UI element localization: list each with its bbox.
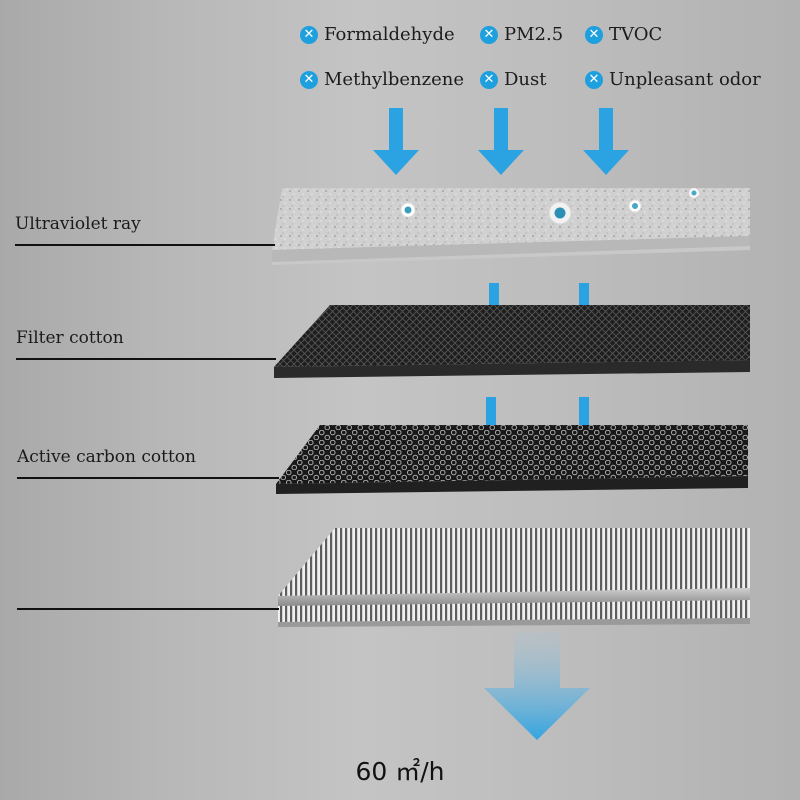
layer-ultraviolet xyxy=(272,188,750,265)
output-arrow-icon xyxy=(484,632,590,740)
pollutant-label: Unpleasant odor xyxy=(609,69,761,90)
layer-label-ultraviolet: Ultraviolet ray xyxy=(15,214,141,234)
pollutant-label: Dust xyxy=(504,69,547,90)
pollutant-tvoc: ✕ TVOC xyxy=(585,24,662,45)
pollutant-label: PM2.5 xyxy=(504,24,564,45)
x-circle-icon: ✕ xyxy=(585,70,603,89)
layer-label-active-carbon: Active carbon cotton xyxy=(17,447,196,467)
airflow-rate: 60 ㎡/h xyxy=(355,757,445,786)
pollutant-label: Formaldehyde xyxy=(324,24,455,45)
pollutant-dust: ✕ Dust xyxy=(480,69,547,90)
pollutant-unpleasant-odor: ✕ Unpleasant odor xyxy=(585,69,761,90)
leader-line xyxy=(16,358,276,360)
layer-active-carbon xyxy=(276,425,748,494)
pollutant-methylbenzene: ✕ Methylbenzene xyxy=(300,69,464,90)
leader-line xyxy=(15,244,275,246)
pollutant-label: TVOC xyxy=(609,24,663,45)
x-circle-icon: ✕ xyxy=(300,70,318,89)
x-circle-icon: ✕ xyxy=(585,25,603,44)
pollutant-formaldehyde: ✕ Formaldehyde xyxy=(300,24,455,45)
x-circle-icon: ✕ xyxy=(480,25,498,44)
leader-line xyxy=(17,477,279,479)
pollutant-label: Methylbenzene xyxy=(324,69,464,90)
x-circle-icon: ✕ xyxy=(300,25,318,44)
layer-filter-cotton xyxy=(274,305,750,378)
down-arrow-icon xyxy=(373,108,629,175)
layer-label-filter-cotton: Filter cotton xyxy=(16,328,124,348)
x-circle-icon: ✕ xyxy=(480,70,498,89)
leader-line xyxy=(17,608,279,610)
pollutant-pm25: ✕ PM2.5 xyxy=(480,24,563,45)
layer-hepa-stack xyxy=(278,528,750,627)
